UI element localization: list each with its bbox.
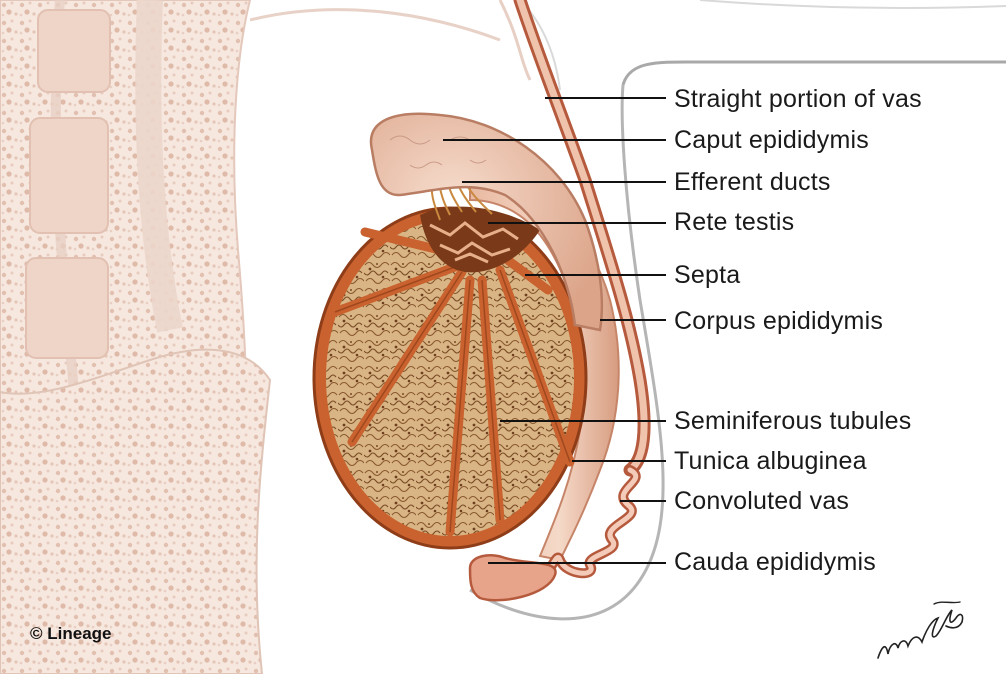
copyright-credit: © Lineage [30,624,112,643]
background-tissue [0,0,532,674]
label-seminiferous-tubules: Seminiferous tubules [674,407,912,435]
label-caput-epididymis: Caput epididymis [674,126,869,154]
cauda-epididymis [468,554,557,602]
label-rete-testis: Rete testis [674,208,795,236]
label-convoluted-vas: Convoluted vas [674,487,850,515]
label-efferent-ducts: Efferent ducts [674,168,831,196]
label-tunica-albuginea: Tunica albuginea [674,447,867,475]
label-corpus-epididymis: Corpus epididymis [674,307,884,335]
leader-lines [443,97,666,564]
artist-signature [877,601,964,659]
vas-deferens-straight [513,0,651,477]
label-septa: Septa [674,261,741,289]
label-cauda-epididymis: Cauda epididymis [674,548,876,576]
label-straight-vas: Straight portion of vas [674,85,922,113]
caput-epididymis [369,112,604,332]
testis [312,206,588,550]
